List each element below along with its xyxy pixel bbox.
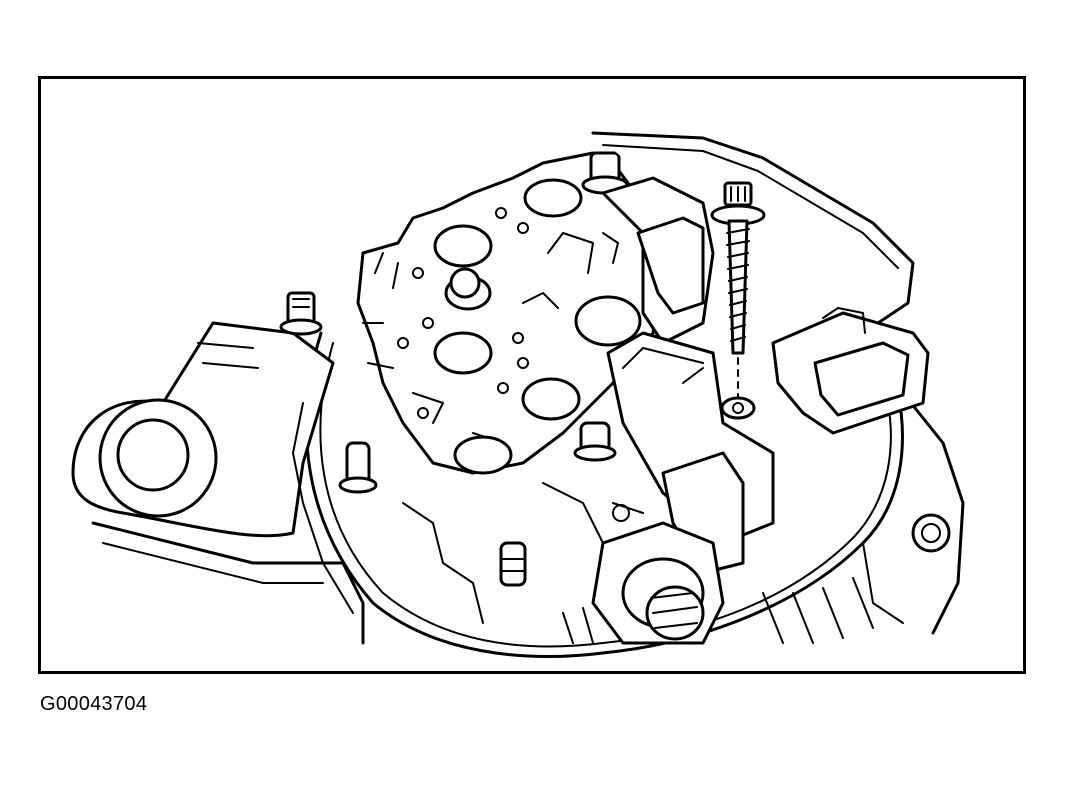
housing-details [292,402,644,644]
terminal-stud-bottom [499,541,527,587]
figure-id-label: G00043704 [40,693,148,715]
regulator-connector [771,307,930,435]
alternator-regulator-illustration [71,131,965,658]
regulator-screw [710,181,766,420]
mounting-arm [71,321,365,645]
terminal-stud-right [573,421,617,462]
illustration-frame [38,76,1026,674]
terminal-stud-left [338,441,378,494]
plate-rivets [397,207,529,419]
rotor-shaft [591,521,725,645]
rectifier-plate [356,151,665,475]
diode-holes [433,178,642,475]
alternator-housing [304,331,965,658]
housing-bolt-left [279,291,323,336]
